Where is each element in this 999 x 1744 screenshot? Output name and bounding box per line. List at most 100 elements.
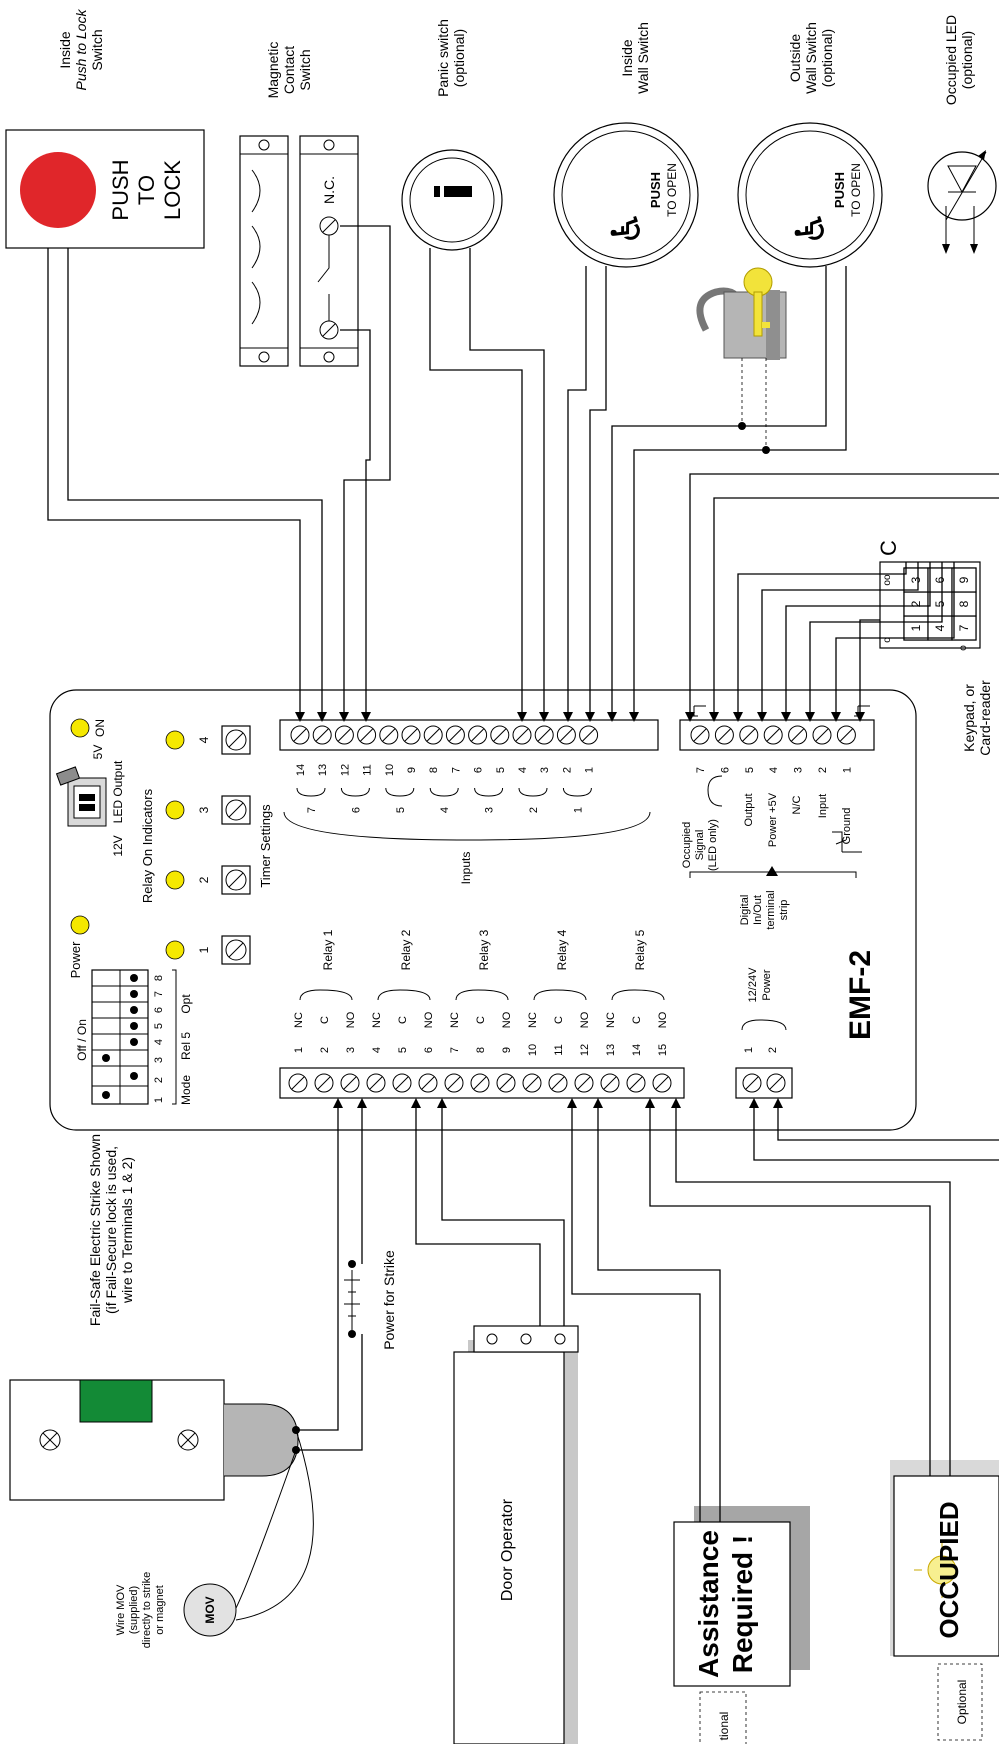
dip-bracket bbox=[172, 969, 177, 1105]
keypad-key-1: 1 bbox=[909, 624, 923, 631]
relay-terminal-label-4: 4 bbox=[371, 1047, 383, 1053]
svg-text:Relay 1: Relay 1 bbox=[321, 929, 335, 970]
timer-pot-1[interactable] bbox=[221, 935, 251, 965]
svg-text:8: 8 bbox=[153, 975, 165, 981]
push-to-lock-switch[interactable]: PUSH TO LOCK bbox=[5, 129, 205, 249]
digital-terminal-label-3: 3 bbox=[793, 767, 805, 773]
timer-pot-2[interactable] bbox=[221, 865, 251, 895]
digital-terminal-6 bbox=[714, 725, 734, 745]
digital-terminal-label-5: 5 bbox=[744, 767, 756, 773]
top-wire-arrows bbox=[295, 712, 865, 722]
input-terminal-label-4: 4 bbox=[517, 767, 529, 773]
digital-terminal-2 bbox=[812, 725, 832, 745]
door-operator-label: Door Operator bbox=[499, 1498, 516, 1601]
magnetic-label-2: Contact bbox=[281, 46, 297, 94]
occupied-led-label-1: Occupied LED bbox=[943, 15, 959, 105]
dip-switch[interactable] bbox=[91, 969, 149, 1105]
power-brace bbox=[741, 1019, 787, 1031]
input-terminal-label-3: 3 bbox=[539, 767, 551, 773]
relay-terminal-label-2: 2 bbox=[319, 1047, 331, 1053]
relay-terminal-7 bbox=[444, 1073, 464, 1093]
outside-wall-switch[interactable]: ♿ PUSH TO OPEN bbox=[737, 122, 883, 268]
door-operator bbox=[453, 1325, 579, 1744]
svg-text:PUSH: PUSH bbox=[832, 172, 847, 208]
timer-pot-4[interactable] bbox=[221, 725, 251, 755]
power-term-1: 1 bbox=[743, 1047, 755, 1053]
svg-text:LOCK: LOCK bbox=[160, 160, 185, 220]
nc-label: N.C. bbox=[321, 176, 337, 204]
relay-terminal-1 bbox=[288, 1073, 308, 1093]
led-output-switch[interactable] bbox=[55, 766, 107, 827]
push-red-button bbox=[20, 152, 96, 228]
electric-strike bbox=[9, 1379, 300, 1501]
push-to-lock-label-1: Inside bbox=[57, 31, 73, 69]
relay-terminal-label-12: 12 bbox=[579, 1044, 591, 1056]
relay-terminal-label-10: 10 bbox=[527, 1044, 539, 1056]
relay-terminal-10 bbox=[522, 1073, 542, 1093]
svg-text:MOV: MOV bbox=[203, 1596, 217, 1623]
svg-text:PUSH: PUSH bbox=[648, 172, 663, 208]
input-terminal-2 bbox=[556, 725, 576, 745]
strike-label-1: Fail-Safe Electric Strike Shown bbox=[87, 1134, 103, 1326]
relay-num-2: 2 bbox=[197, 876, 211, 883]
svg-text:Relay 2: Relay 2 bbox=[399, 929, 413, 970]
relay-contact-label-11: C bbox=[553, 1016, 565, 1024]
panic-label-2: (optional) bbox=[451, 29, 467, 87]
input-terminal-label-1: 1 bbox=[584, 767, 596, 773]
magnetic-label-1: Magnetic bbox=[265, 42, 281, 99]
relay-led-3 bbox=[165, 800, 185, 820]
input-terminal-7 bbox=[445, 725, 465, 745]
relay-terminal-5 bbox=[392, 1073, 412, 1093]
input-terminal-5 bbox=[490, 725, 510, 745]
svg-text:Relay 5: Relay 5 bbox=[633, 929, 647, 970]
mov-label-3: directly to strike bbox=[141, 1572, 153, 1648]
svg-text:Signal: Signal bbox=[694, 830, 706, 861]
input-group-label-7: 7 bbox=[306, 807, 318, 813]
mov-label-2: (supplied) bbox=[128, 1586, 140, 1634]
relay-contact-label-4: NC bbox=[371, 1012, 383, 1028]
panic-switch[interactable] bbox=[401, 149, 503, 251]
svg-text:5: 5 bbox=[153, 1023, 165, 1029]
keypad-key-5: 5 bbox=[933, 600, 947, 607]
rel5-label: Rel 5 bbox=[179, 1032, 193, 1060]
power-terminal-2 bbox=[766, 1073, 786, 1093]
relay-num-1: 1 bbox=[197, 946, 211, 953]
led-output-label: LED Output bbox=[111, 760, 125, 823]
relay-terminal-12 bbox=[574, 1073, 594, 1093]
relay-contact-label-2: C bbox=[319, 1016, 331, 1024]
mov-label-1: Wire MOV bbox=[115, 1584, 127, 1635]
timer-pot-3[interactable] bbox=[221, 795, 251, 825]
relay-contact-label-13: NC bbox=[605, 1012, 617, 1028]
power-for-strike-label: Power for Strike bbox=[381, 1250, 397, 1350]
relay-terminal-9 bbox=[496, 1073, 516, 1093]
digital-terminal-1 bbox=[836, 725, 856, 745]
inside-wall-switch[interactable]: ♿ PUSH TO OPEN bbox=[553, 122, 699, 268]
power-label-1: 12/24V bbox=[747, 967, 759, 1003]
digital-terminal-3 bbox=[788, 725, 808, 745]
relay-contact-label-8: C bbox=[475, 1016, 487, 1024]
relay-on-indicators-label: Relay On Indicators bbox=[140, 788, 155, 903]
svg-text:Relay 4: Relay 4 bbox=[555, 929, 569, 970]
relay-num-3: 3 bbox=[197, 806, 211, 813]
relay-terminal-label-13: 13 bbox=[605, 1044, 617, 1056]
top-wires bbox=[47, 225, 999, 712]
input-terminal-label-7: 7 bbox=[450, 767, 462, 773]
input-terminal-12 bbox=[334, 725, 354, 745]
relay-contact-label-7: NC bbox=[449, 1012, 461, 1028]
input-terminal-13 bbox=[312, 725, 332, 745]
timer-settings-label: Timer Settings bbox=[258, 804, 273, 888]
input-group-label-6: 6 bbox=[350, 807, 362, 813]
digital-terminals bbox=[690, 725, 856, 745]
optional-box-2 bbox=[699, 1691, 747, 1744]
outside-wall-label-1: Outside bbox=[787, 34, 803, 82]
inside-wall-label-2: Wall Switch bbox=[635, 22, 651, 94]
keypad-key-7: 7 bbox=[957, 624, 971, 631]
input-terminal-14 bbox=[290, 725, 310, 745]
key-switch-lock[interactable] bbox=[696, 267, 787, 450]
opt-label: Opt bbox=[179, 994, 193, 1014]
input-terminal-3 bbox=[534, 725, 554, 745]
svg-text:terminal: terminal bbox=[765, 890, 777, 929]
